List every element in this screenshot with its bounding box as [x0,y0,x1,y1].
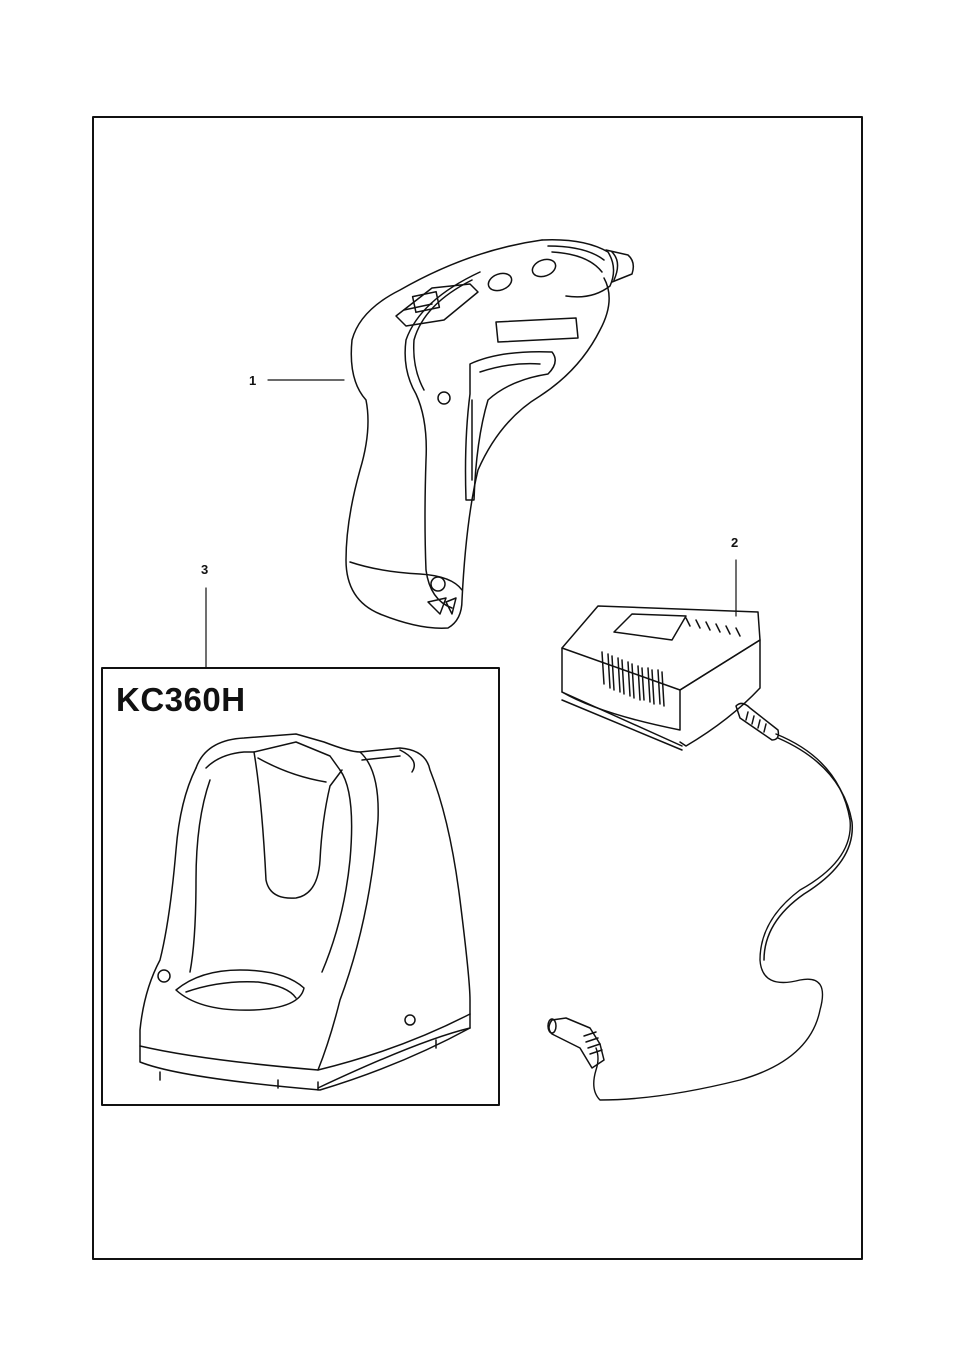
power-adapter-drawing [548,606,852,1100]
charging-base-drawing [140,734,470,1090]
charger-frame [102,668,499,1105]
model-name-label: KC360H [116,683,246,716]
callout-label-1: 1 [249,374,256,387]
callout-label-2: 2 [731,536,738,549]
cordless-screwdriver-drawing [346,240,633,628]
callout-label-3: 3 [201,563,208,576]
